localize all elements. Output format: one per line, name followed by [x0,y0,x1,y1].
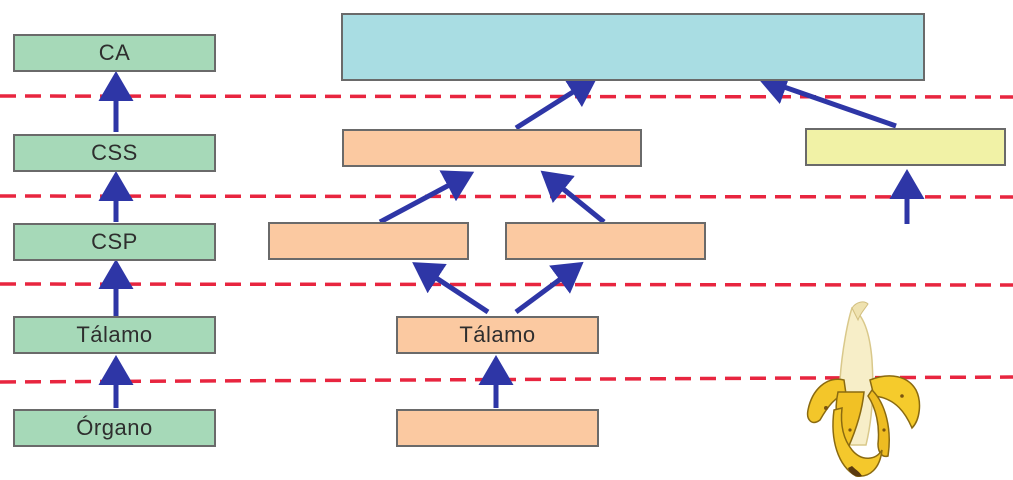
arrow-csp-left-to-css [378,170,475,225]
level-box-css: CSS [13,134,216,172]
csp-left-box [268,222,469,260]
css-box [342,129,642,167]
ca-wide-box [341,13,925,81]
thalamus-box: Tálamo [396,316,599,354]
level-box-organo: Órgano [13,409,216,447]
arrow-thalamus-to-csp-right [514,261,584,315]
level-separator-3 [0,282,1013,287]
level-box-talamo: Tálamo [13,316,216,354]
level-label-talamo: Tálamo [76,322,153,347]
level-label-css: CSS [91,140,138,165]
organ-box [396,409,599,447]
level-label-csp: CSP [91,229,138,254]
level-box-ca: CA [13,34,216,72]
thalamus-label: Tálamo [459,322,536,347]
level-separator-2 [0,194,1013,199]
level-label-ca: CA [98,40,131,65]
secondary-css-box [805,128,1006,166]
level-label-organo: Órgano [76,415,153,440]
level-separator-1 [0,94,1013,99]
level-box-csp: CSP [13,223,216,261]
arrow-csp-right-to-css [540,170,606,224]
arrow-thalamus-to-csp-left [412,262,490,315]
peeled-banana-icon [806,301,921,477]
arrow-css-to-ca [514,76,598,131]
csp-right-box [505,222,706,260]
arrow-yellow-to-ca [757,71,897,129]
